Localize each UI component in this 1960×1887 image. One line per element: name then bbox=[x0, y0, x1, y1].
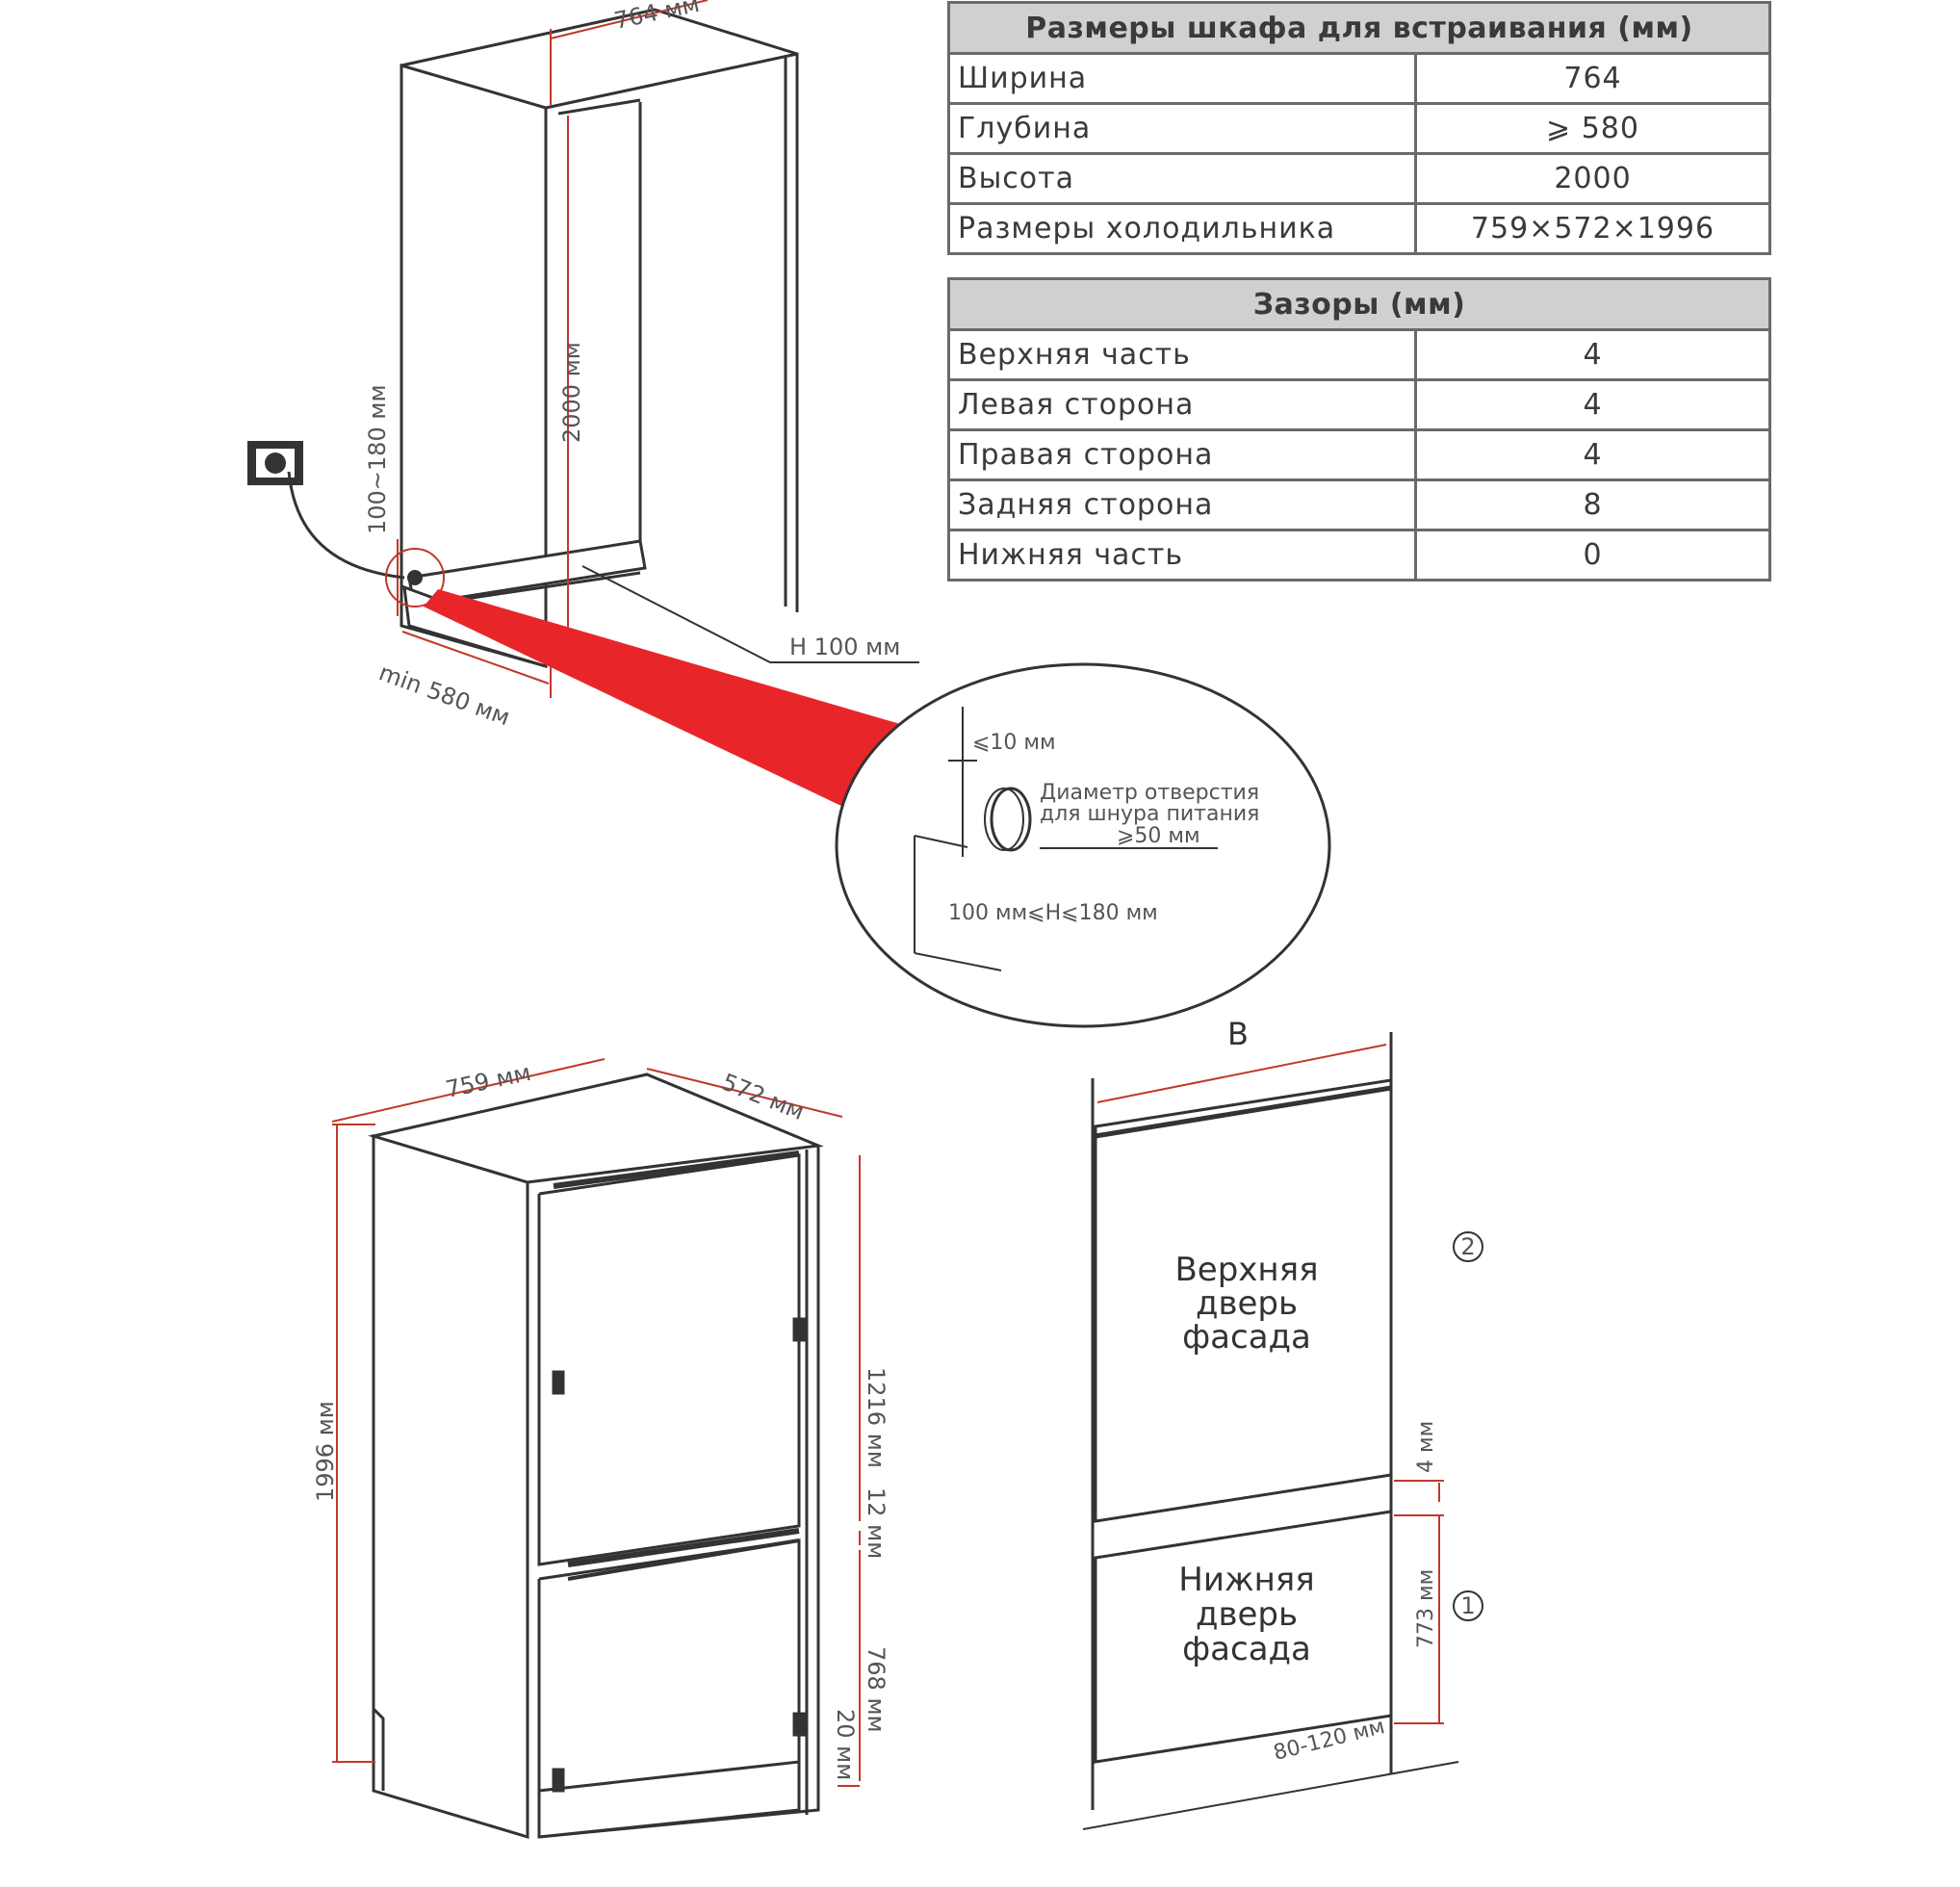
fridge-drawing bbox=[368, 1073, 824, 1840]
detail-hole-text-3: ⩾50 мм bbox=[1117, 824, 1200, 848]
plinth-leader-line bbox=[581, 565, 919, 663]
facade-dimension-lines bbox=[1096, 1044, 1444, 1724]
marker-upper: 2 bbox=[1453, 1231, 1483, 1262]
fridge-upper-door-dim: 1216 мм bbox=[863, 1367, 890, 1468]
plinth-dim: H 100 мм bbox=[789, 633, 900, 660]
facade-drawing bbox=[1082, 1032, 1459, 1830]
facade-gap-dim: 4 мм bbox=[1414, 1421, 1438, 1473]
fridge-gap-dim: 12 мм bbox=[863, 1487, 890, 1559]
gaps-table-title: Зазоры (мм) bbox=[947, 277, 1771, 331]
fridge-bottom-dim: 20 мм bbox=[832, 1709, 859, 1780]
lower-door-text-3: фасада bbox=[1182, 1630, 1311, 1668]
fridge-width-dim: 759 мм bbox=[443, 1059, 533, 1103]
detail-callout-beam bbox=[424, 589, 900, 809]
detail-hole-text-2: для шнура питания bbox=[1040, 802, 1259, 826]
lower-door-text-1: Нижняя bbox=[1178, 1561, 1314, 1599]
detail-hole-text-1: Диаметр отверстия bbox=[1040, 781, 1259, 805]
power-socket-icon bbox=[247, 441, 405, 580]
detail-height-range: 100 мм⩽H⩽180 мм bbox=[948, 901, 1158, 925]
cable-hole-icon bbox=[407, 570, 423, 585]
cabinet-dimensions-table: Размеры шкафа для встраивания (мм) Ширин… bbox=[947, 1, 1771, 255]
cabinet-dimension-lines bbox=[397, 0, 709, 698]
cabinet-depth-dim: min 580 мм bbox=[375, 659, 514, 731]
upper-door-text-3: фасада bbox=[1182, 1318, 1311, 1357]
cabinet-table-title: Размеры шкафа для встраивания (мм) bbox=[947, 1, 1771, 55]
facade-lower-height-dim: 773 мм bbox=[1414, 1569, 1438, 1648]
lower-door-text-2: дверь bbox=[1196, 1595, 1298, 1634]
fridge-height-dim: 1996 мм bbox=[312, 1401, 339, 1502]
fridge-lower-door-dim: 768 мм bbox=[863, 1646, 890, 1733]
socket-highlight-circle bbox=[385, 548, 445, 607]
facade-label-b: B bbox=[1227, 1016, 1249, 1052]
marker-lower: 1 bbox=[1453, 1590, 1483, 1621]
fridge-dimension-lines bbox=[331, 1058, 861, 1787]
upper-door-text-1: Верхняя bbox=[1174, 1251, 1318, 1289]
upper-door-text-2: дверь bbox=[1196, 1284, 1298, 1323]
svg-text:1: 1 bbox=[1460, 1592, 1475, 1619]
svg-text:2: 2 bbox=[1460, 1233, 1475, 1260]
detail-callout bbox=[835, 662, 1331, 1028]
cabinet-height-dim: 2000 мм bbox=[558, 342, 585, 443]
cabinet-width-dim: 764 мм bbox=[611, 0, 702, 35]
cabinet-socket-height-dim: 100~180 мм bbox=[364, 384, 391, 534]
table-row: Глубина⩾ 580 bbox=[947, 102, 1771, 155]
cabinet-drawing bbox=[400, 8, 799, 669]
detail-edge-dim: ⩽10 мм bbox=[972, 731, 1056, 755]
